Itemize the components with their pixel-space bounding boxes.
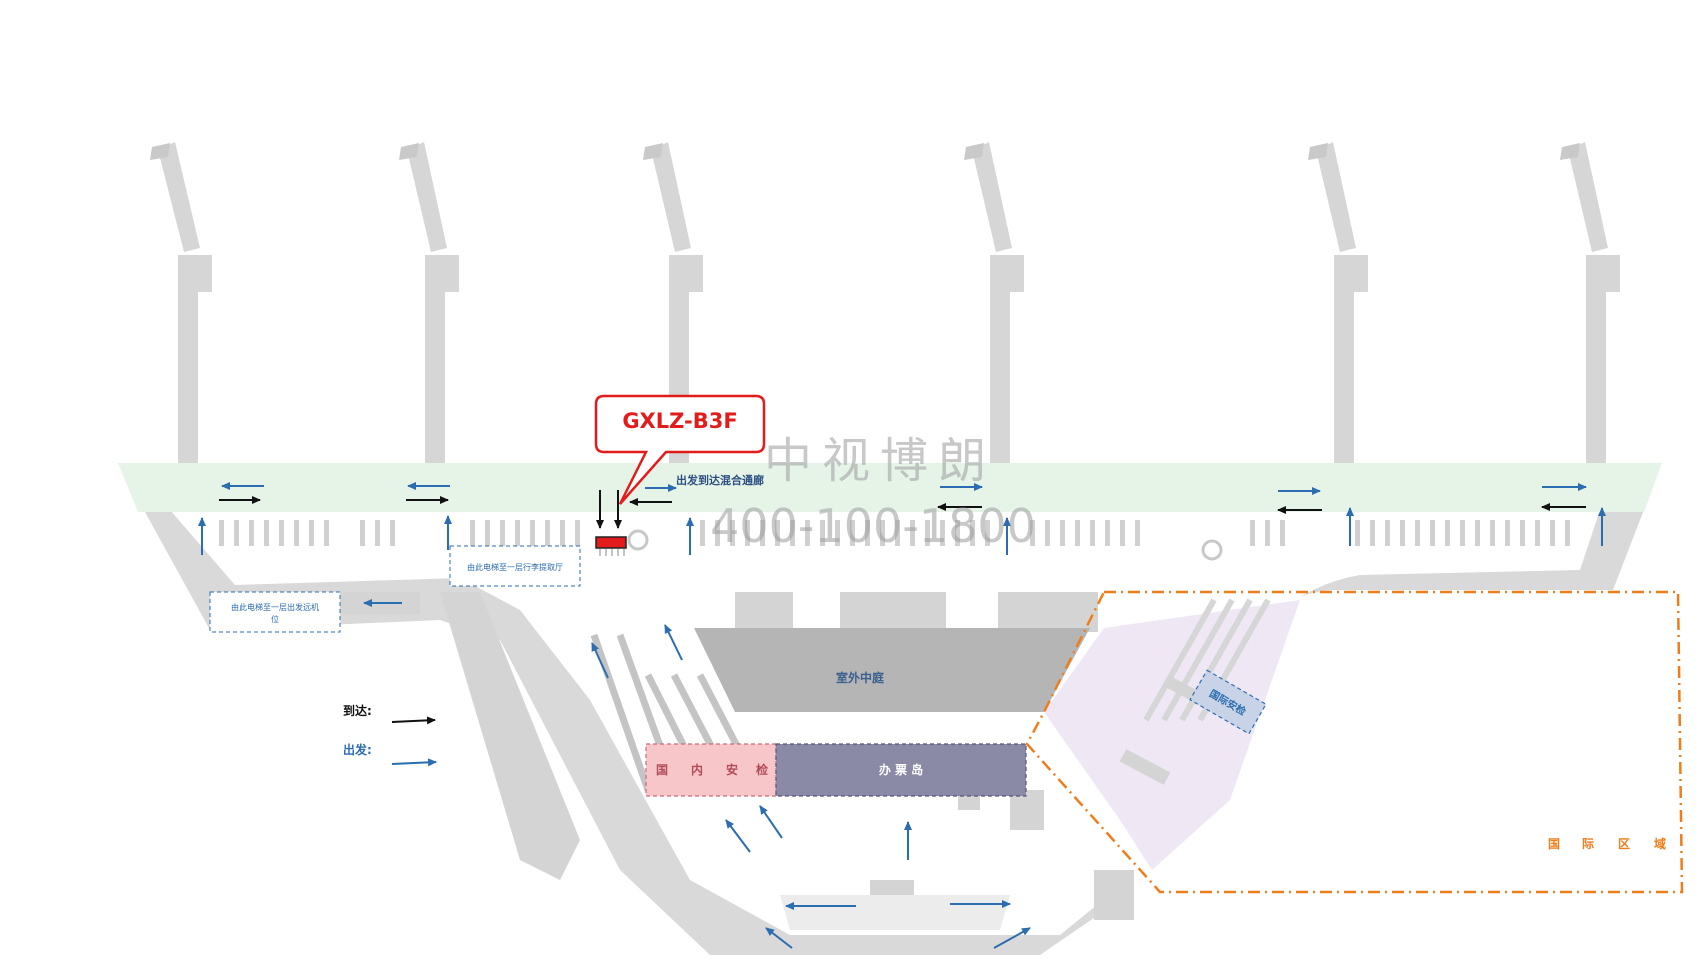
elevator-note-left-line2: 位: [271, 614, 279, 624]
international-area-fill: [1044, 600, 1300, 870]
corridor-departure-arrows: [221, 482, 1587, 495]
jet-bridge-2: [399, 142, 459, 465]
domestic-security-char-1: 国: [656, 763, 668, 777]
legend-departure-arrow: [391, 758, 437, 767]
outdoor-courtyard: [694, 628, 1090, 712]
domestic-security-char-3: 安: [726, 762, 738, 777]
jet-bridge-4: [964, 142, 1024, 465]
upward-departure-arrows: [198, 507, 1606, 949]
legend-arrival-label: 到达:: [343, 703, 372, 718]
legend-departure-label: 出发:: [343, 742, 372, 757]
map-legend: 到达: 出发:: [343, 703, 437, 767]
legend-arrival-arrow: [391, 716, 436, 725]
intl-blocks: [1119, 675, 1197, 785]
mixed-corridor: [118, 463, 1662, 512]
jet-bridge-6: [1560, 142, 1620, 465]
elevator-note-upper-box: [449, 545, 581, 587]
intl-zone-char-1: 国: [1548, 837, 1560, 851]
corridor-label: 出发到达混合通廊: [676, 473, 764, 487]
courtyard-label: 室外中庭: [836, 670, 884, 685]
corridor-stripes: [219, 520, 1570, 546]
ad-code-label: GXLZ-B3F: [622, 409, 737, 433]
ad-location-marker: [595, 536, 627, 549]
ad-callout-bubble: [594, 394, 766, 505]
jet-bridge-1: [150, 142, 212, 465]
intl-zone-char-2: 际: [1582, 837, 1594, 851]
intl-zone-char-4: 域: [1654, 836, 1666, 851]
terminal-floor-interior: [170, 510, 1600, 935]
domestic-security-area: [645, 743, 777, 797]
jet-bridge-5: [1308, 142, 1368, 465]
domestic-security-char-4: 检: [756, 762, 768, 777]
elevator-note-upper: 由此电梯至一层行李提取厅: [467, 562, 563, 572]
corridor-arrival-arrows: [219, 496, 1586, 514]
watermark-name: 中视博朗: [764, 433, 996, 489]
international-zone-boundary: [1025, 590, 1684, 894]
elevator-note-left-box: [209, 591, 341, 633]
column-circle-2: [1201, 539, 1223, 561]
domestic-security-char-2: 内: [691, 762, 703, 777]
building-blocks: [330, 592, 1098, 880]
intl-zone-char-3: 区: [1618, 837, 1630, 851]
elevator-note-left-line1: 由此电梯至一层出发远机: [231, 602, 319, 612]
ticket-island-label: 办 票 岛: [879, 762, 923, 777]
column-circle-1: [627, 529, 649, 551]
ticket-island: [775, 743, 1027, 797]
international-security: 国际安检: [1189, 669, 1267, 735]
ad-pointer-arrows: [596, 490, 672, 529]
ad-marker-hatch: [599, 549, 625, 556]
watermark-phone: 400-100-1800: [710, 499, 1036, 553]
